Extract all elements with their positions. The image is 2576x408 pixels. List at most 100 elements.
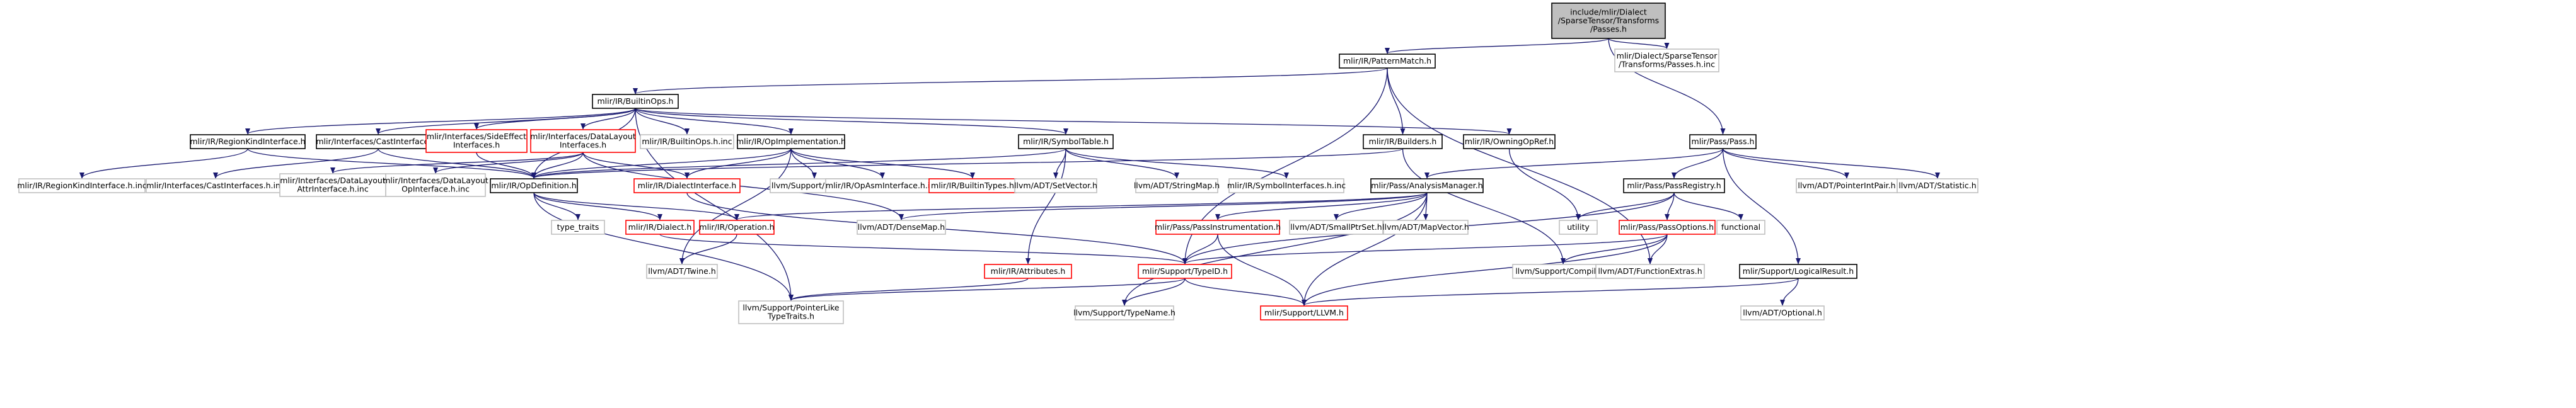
node-twine: llvm/ADT/Twine.h	[646, 264, 718, 279]
node-pass[interactable]: mlir/Pass/Pass.h	[1689, 134, 1757, 149]
edge-opimpl-to-dialectinterface	[684, 148, 792, 179]
node-label: functional	[1721, 222, 1760, 232]
edge-castinterfaces-to-castinterfaces_inc	[213, 148, 379, 179]
node-builtinops[interactable]: mlir/IR/BuiltinOps.h	[592, 94, 679, 109]
node-typename: llvm/Support/TypeName.h	[1073, 305, 1175, 320]
node-box	[1740, 305, 1825, 320]
edge-symboltable-to-opdefinition	[531, 148, 1066, 179]
node-box	[1897, 178, 1978, 193]
node-analysismanager[interactable]: mlir/Pass/AnalysisManager.h	[1370, 178, 1484, 193]
node-box	[1363, 134, 1443, 149]
node-label: mlir/Pass/Pass.h	[1692, 137, 1755, 146]
edge-symboltable-to-symbolinterfaces_inc	[1065, 148, 1289, 179]
node-label: llvm/ADT/FunctionExtras.h	[1598, 266, 1702, 276]
node-label: mlir/IR/Dialect.h	[628, 222, 692, 232]
node-box	[1551, 3, 1666, 39]
node-label: mlir/Interfaces/DataLayout	[383, 176, 488, 185]
node-label: mlir/Interfaces/CastInterfaces.h	[316, 137, 440, 146]
node-box	[592, 94, 679, 109]
node-box	[1155, 220, 1280, 235]
edge-operation-to-twine	[679, 234, 737, 264]
node-label: mlir/IR/Operation.h	[699, 222, 774, 232]
node-dialectinterface[interactable]: mlir/IR/DialectInterface.h	[633, 178, 741, 193]
node-label: mlir/IR/PatternMatch.h	[1343, 56, 1431, 65]
edge-root-to-patternmatch	[1385, 38, 1609, 54]
node-functionextras: llvm/ADT/FunctionExtras.h	[1595, 264, 1705, 279]
node-smallptrset: llvm/ADT/SmallPtrSet.h	[1289, 220, 1383, 235]
edge-pass-to-passregistry	[1672, 148, 1724, 179]
node-label: llvm/ADT/SetVector.h	[1014, 181, 1097, 190]
node-opdefinition[interactable]: mlir/IR/OpDefinition.h	[490, 178, 578, 193]
node-label: mlir/Interfaces/CastInterfaces.h.inc	[146, 181, 285, 190]
edge-analysismanager-to-passinstrumentation	[1215, 192, 1428, 220]
edge-symboltable-to-attributes	[1025, 148, 1066, 264]
node-label: llvm/ADT/DenseMap.h	[858, 222, 945, 232]
node-attributes[interactable]: mlir/IR/Attributes.h	[984, 264, 1072, 279]
node-opasminterface_inc: mlir/IR/OpAsmInterface.h.inc	[825, 178, 940, 193]
edge-typeid-to-llvm	[1184, 278, 1307, 306]
node-label: mlir/IR/OpImplementation.h	[736, 137, 846, 146]
node-typeid[interactable]: mlir/Support/TypeID.h	[1138, 264, 1232, 279]
node-regionkind[interactable]: mlir/IR/RegionKindInterface.h	[190, 134, 306, 149]
node-label: mlir/IR/Attributes.h	[991, 266, 1066, 276]
edge-regionkind-to-regionkind_inc	[79, 148, 248, 179]
edge-logicalresult-to-llvm	[1302, 278, 1799, 306]
node-label: mlir/Pass/PassInstrumentation.h	[1155, 222, 1281, 232]
edge-passoptions-to-typeid	[1182, 234, 1668, 264]
node-operation[interactable]: mlir/IR/Operation.h	[699, 220, 775, 235]
node-label: OpInterface.h.inc	[401, 184, 470, 194]
edge-builders-to-compiler	[1402, 148, 1566, 264]
edge-analysismanager-to-smallptrset	[1334, 192, 1428, 220]
edge-opimpl-to-opdefinition	[531, 148, 792, 179]
edge-symboltable-to-setvector	[1053, 148, 1066, 179]
node-mapvector: llvm/ADT/MapVector.h	[1382, 220, 1469, 235]
node-label: mlir/IR/RegionKindInterface.h	[190, 137, 305, 146]
node-root[interactable]: include/mlir/Dialect/SparseTensor/Transf…	[1551, 3, 1666, 39]
node-box	[984, 264, 1072, 279]
node-passoptions[interactable]: mlir/Pass/PassOptions.h	[1619, 220, 1716, 235]
node-castinterfaces[interactable]: mlir/Interfaces/CastInterfaces.h	[316, 134, 441, 149]
node-box	[385, 173, 486, 197]
node-box	[1339, 54, 1436, 69]
node-label: mlir/IR/Builders.h	[1369, 137, 1437, 146]
node-builtintypes[interactable]: mlir/IR/BuiltinTypes.h	[928, 178, 1017, 193]
node-label: mlir/IR/BuiltinTypes.h	[931, 181, 1014, 190]
node-patternmatch[interactable]: mlir/IR/PatternMatch.h	[1339, 54, 1436, 69]
node-label: mlir/IR/SymbolTable.h	[1023, 137, 1109, 146]
edge-logicalresult-to-optional	[1780, 278, 1799, 306]
node-label: llvm/Support/Compiler.h	[1515, 266, 1610, 276]
node-pointerintpair: llvm/ADT/PointerIntPair.h	[1796, 178, 1898, 193]
node-label: mlir/Interfaces/DataLayout	[530, 132, 636, 141]
edge-builtinops-to-datalayout	[580, 108, 636, 130]
edge-opimpl-to-opasminterface_inc	[790, 148, 885, 179]
node-passregistry[interactable]: mlir/Pass/PassRegistry.h	[1623, 178, 1725, 193]
node-box	[1559, 220, 1598, 235]
edge-builtinops-to-owningopref	[635, 108, 1511, 135]
node-dialect[interactable]: mlir/IR/Dialect.h	[625, 220, 695, 235]
node-owningopref[interactable]: mlir/IR/OwningOpRef.h	[1463, 134, 1556, 149]
edge-builtinops-to-opimpl	[635, 108, 794, 135]
node-opimpl[interactable]: mlir/IR/OpImplementation.h	[736, 134, 846, 149]
node-box	[857, 220, 946, 235]
node-logicalresult[interactable]: mlir/Support/LogicalResult.h	[1739, 264, 1857, 279]
edge-analysismanager-to-operation	[734, 192, 1428, 220]
node-box	[551, 220, 605, 235]
node-builders[interactable]: mlir/IR/Builders.h	[1363, 134, 1443, 149]
node-passinstrumentation[interactable]: mlir/Pass/PassInstrumentation.h	[1155, 220, 1281, 235]
node-label: mlir/IR/BuiltinOps.h.inc	[642, 137, 732, 146]
node-label: Interfaces.h	[453, 140, 500, 150]
node-box	[633, 178, 741, 193]
edge-opdefinition-to-type_traits	[533, 192, 580, 220]
node-regionkind_inc: mlir/IR/RegionKindInterface.h.inc	[17, 178, 147, 193]
node-box	[1463, 134, 1556, 149]
edge-opimpl-to-builtintypes	[790, 148, 975, 179]
node-label: utility	[1567, 222, 1590, 232]
node-symboltable[interactable]: mlir/IR/SymbolTable.h	[1018, 134, 1114, 149]
node-label: llvm/ADT/Optional.h	[1743, 308, 1822, 317]
node-llvm[interactable]: mlir/Support/LLVM.h	[1260, 305, 1348, 320]
node-label: llvm/Support/TypeName.h	[1073, 308, 1175, 317]
